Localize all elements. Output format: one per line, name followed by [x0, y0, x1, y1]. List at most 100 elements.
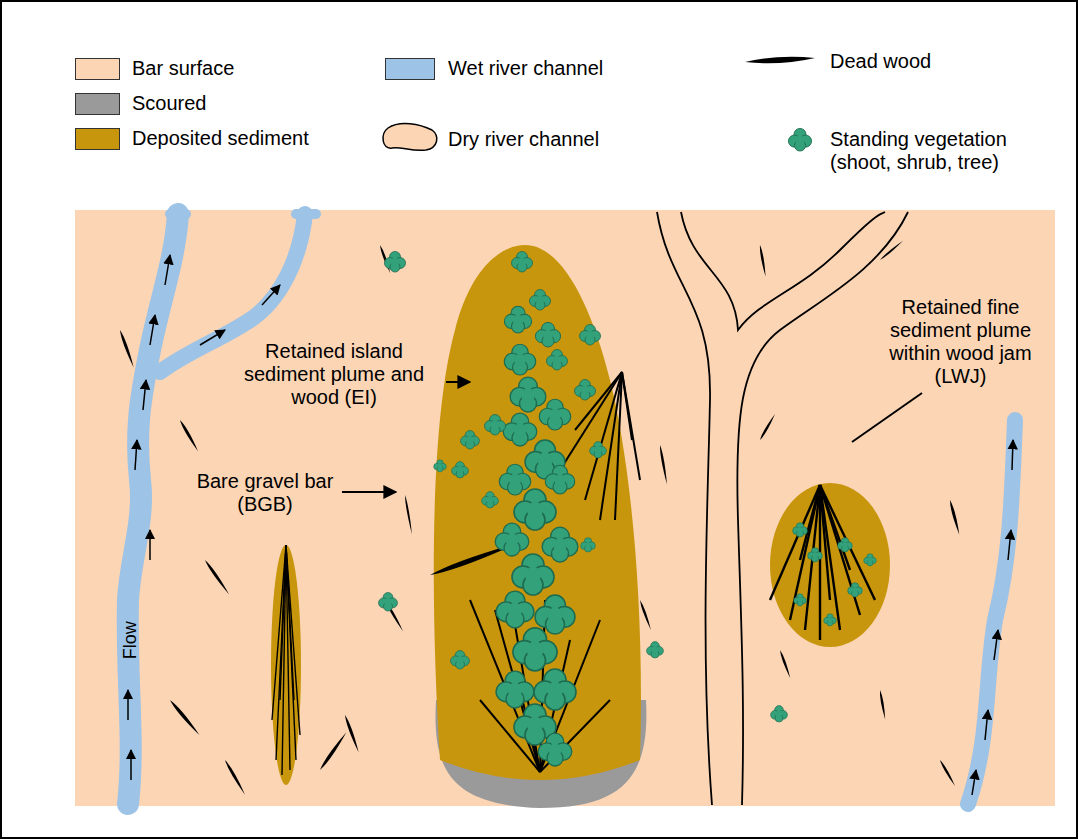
vegetation: [808, 548, 823, 562]
vegetation: [461, 431, 480, 449]
dead-wood-piece: [659, 445, 668, 485]
dead-wood: [119, 240, 961, 795]
flow-arrow: [127, 690, 129, 720]
vegetation: [482, 492, 499, 508]
legend-swatch: [75, 58, 120, 80]
wood-strand: [280, 545, 286, 700]
legend-text: Dry river channel: [448, 128, 599, 151]
vegetation: [485, 415, 506, 436]
vegetation: [452, 462, 469, 478]
wood-strand: [622, 372, 632, 440]
flow-arrow: [1008, 530, 1011, 560]
vegetation: [824, 614, 837, 626]
vegetation: [530, 290, 551, 311]
legend-text: Bar surface: [132, 57, 234, 80]
flow-arrow: [143, 380, 146, 410]
legend-text: Deposited sediment: [132, 127, 309, 150]
vegetation: [539, 399, 571, 430]
dead-wood-piece: [939, 759, 956, 786]
vegetation: [379, 593, 398, 611]
dead-wood-piece: [404, 495, 413, 535]
dry-channel: [657, 212, 908, 805]
bar-surface: [75, 210, 1055, 806]
dead-wood-piece: [779, 650, 792, 679]
dead-wood-piece: [949, 500, 961, 536]
dead-wood-piece: [344, 714, 360, 753]
legend-text: Standing vegetation (shoot, shrub, tree): [830, 128, 1045, 174]
flow-arrow: [130, 750, 132, 780]
wood-strand: [470, 600, 540, 772]
vegetation: [496, 671, 534, 708]
vegetation: [514, 489, 556, 530]
dead-wood-piece: [204, 559, 231, 595]
legend-swatch: [75, 128, 120, 150]
vegetation: [547, 350, 568, 371]
island-sediment-plume: [434, 245, 641, 780]
dead-wood-piece: [879, 240, 903, 261]
wood-strand: [770, 485, 820, 600]
flow-arrow: [149, 530, 151, 560]
dry-channel-sample: [383, 124, 437, 151]
dead-wood-piece: [759, 413, 776, 440]
wood-strand: [272, 545, 286, 720]
vegetation: [499, 464, 531, 495]
vegetation: [503, 413, 537, 446]
flow-arrow: [135, 440, 137, 470]
flow-arrow: [200, 330, 225, 345]
vegetation: [504, 344, 536, 375]
dead-wood-piece: [224, 759, 247, 795]
vegetation: [512, 252, 533, 273]
dead-wood-piece: [169, 699, 201, 736]
vegetation: [647, 642, 664, 658]
flow-arrow: [165, 255, 170, 285]
vegetation: [771, 706, 788, 722]
vegetation-sample: [788, 128, 811, 151]
wood-strand: [615, 372, 622, 520]
wood-strand: [286, 545, 300, 735]
vegetation: [385, 252, 406, 273]
flow-arrow: [150, 315, 155, 345]
vegetation: [545, 465, 574, 494]
vegetation: [534, 669, 576, 710]
legend-text: Dead wood: [830, 50, 931, 73]
wood-strands: [272, 372, 875, 775]
callout-label: Retained island sediment plume and wood …: [225, 340, 443, 409]
dead-wood-piece: [119, 329, 135, 368]
vegetation: [580, 325, 601, 346]
dead-wood-piece: [639, 600, 652, 631]
vegetation: [542, 527, 578, 562]
vegetation: [504, 306, 531, 333]
dead-wood-piece: [179, 419, 200, 452]
flow-arrow: [985, 710, 988, 740]
legend-text: Wet river channel: [448, 57, 603, 80]
vegetation: [510, 377, 546, 412]
vegetation: [535, 322, 560, 347]
vegetation: [496, 591, 534, 628]
vegetation: [451, 651, 470, 669]
wood-strand: [820, 485, 830, 600]
vegetation: [838, 538, 853, 552]
flow-label: Flow: [120, 621, 141, 659]
dead-wood-piece: [319, 731, 348, 771]
standing-vegetation: [379, 252, 877, 767]
vegetation: [794, 594, 807, 606]
vegetation: [434, 460, 447, 472]
dead-wood-piece: [759, 245, 767, 277]
dead-wood-piece: [879, 690, 887, 720]
vegetation: [535, 595, 575, 634]
vegetation: [495, 523, 529, 556]
legend-text: Scoured: [132, 92, 207, 115]
vegetation: [590, 442, 607, 458]
vegetation: [848, 583, 863, 597]
wood-strand: [820, 485, 875, 600]
flow-arrow: [972, 770, 976, 795]
wood-strand: [575, 372, 622, 430]
vegetation: [575, 380, 596, 401]
vegetation: [793, 523, 808, 537]
vegetation: [513, 628, 557, 671]
legend-swatch: [75, 93, 120, 115]
gravel-bar-plume: [271, 545, 301, 785]
